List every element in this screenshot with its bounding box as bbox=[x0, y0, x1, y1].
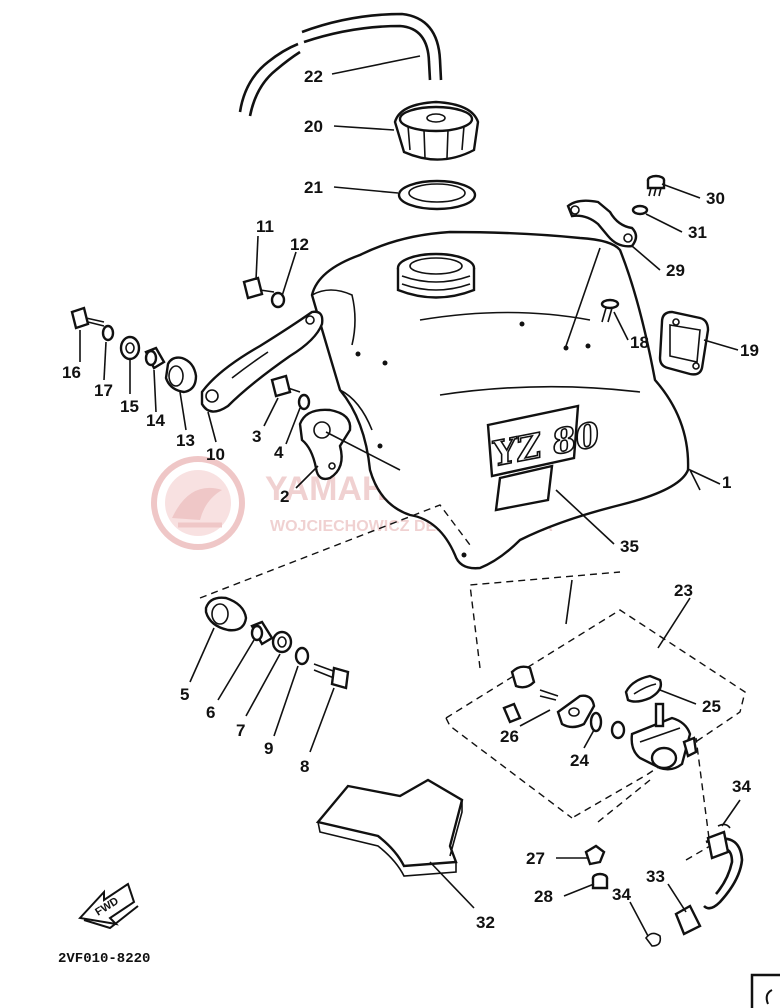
tank-bracket bbox=[566, 199, 638, 248]
bolt-3 bbox=[270, 374, 301, 398]
bolt-8 bbox=[313, 663, 350, 690]
collar-14 bbox=[144, 346, 166, 370]
label-30: 30 bbox=[706, 189, 725, 208]
mount-plate bbox=[200, 310, 324, 413]
collar-6 bbox=[250, 620, 274, 646]
label-35: 35 bbox=[620, 537, 639, 556]
washer-9 bbox=[294, 646, 310, 666]
nut-27 bbox=[584, 844, 606, 866]
label-33: 33 bbox=[646, 867, 665, 886]
label-29: 29 bbox=[666, 261, 685, 280]
bracket-bolt bbox=[646, 174, 666, 197]
label-19: 19 bbox=[740, 341, 759, 360]
forward-arrow-icon: FWD bbox=[78, 882, 139, 930]
label-8: 8 bbox=[300, 757, 309, 776]
strainer bbox=[610, 720, 626, 740]
fuel-cock bbox=[630, 702, 698, 771]
fuel-filter-gasket bbox=[624, 674, 663, 703]
part-labels: 1 2 3 4 5 6 7 8 9 10 11 12 13 14 15 16 1… bbox=[62, 67, 759, 932]
hose-clip-upper bbox=[717, 823, 731, 829]
hose-clip-lower bbox=[644, 932, 662, 947]
label-34-upper: 34 bbox=[732, 777, 751, 796]
washer-15 bbox=[119, 335, 141, 361]
label-2: 2 bbox=[280, 487, 289, 506]
label-7: 7 bbox=[236, 721, 245, 740]
damper-13 bbox=[164, 356, 198, 394]
fuel-cap bbox=[393, 100, 480, 161]
cock-screw-upper bbox=[510, 665, 559, 701]
page-corner-fragment bbox=[750, 973, 780, 1008]
label-10: 10 bbox=[206, 445, 225, 464]
bolt-11 bbox=[242, 276, 275, 300]
label-13: 13 bbox=[176, 431, 195, 450]
label-12: 12 bbox=[290, 235, 309, 254]
label-23: 23 bbox=[674, 581, 693, 600]
label-31: 31 bbox=[688, 223, 707, 242]
label-17: 17 bbox=[94, 381, 113, 400]
breather-hose bbox=[238, 12, 443, 117]
cock-screw-lower bbox=[502, 702, 522, 724]
side-bracket bbox=[298, 408, 352, 481]
label-6: 6 bbox=[206, 703, 215, 722]
leader-lines bbox=[79, 55, 741, 937]
fuel-tank: YZ 80 bbox=[310, 230, 690, 570]
diagram-code: 2VF010-8220 bbox=[58, 951, 150, 967]
label-1: 1 bbox=[722, 473, 731, 492]
bracket-washer bbox=[631, 204, 649, 216]
label-27: 27 bbox=[526, 849, 545, 868]
washer-7 bbox=[271, 630, 293, 654]
label-21: 21 bbox=[304, 178, 323, 197]
label-18: 18 bbox=[630, 333, 649, 352]
label-24: 24 bbox=[570, 751, 589, 770]
damper-5 bbox=[204, 596, 248, 632]
label-20: 20 bbox=[304, 117, 323, 136]
label-9: 9 bbox=[264, 739, 273, 758]
fuel-hose bbox=[674, 830, 744, 936]
label-26: 26 bbox=[500, 727, 519, 746]
cock-plate bbox=[556, 694, 596, 729]
label-3: 3 bbox=[252, 427, 261, 446]
washer-17 bbox=[101, 324, 115, 342]
label-4: 4 bbox=[274, 443, 284, 462]
o-ring-24 bbox=[589, 711, 603, 733]
label-14: 14 bbox=[146, 411, 165, 430]
label-34-lower: 34 bbox=[612, 885, 631, 904]
label-15: 15 bbox=[120, 397, 139, 416]
screw-28 bbox=[591, 872, 609, 890]
washer-12 bbox=[270, 291, 286, 309]
washer-4 bbox=[297, 393, 311, 411]
tank-cover-plate bbox=[658, 310, 710, 376]
cap-gasket bbox=[397, 179, 477, 211]
label-11: 11 bbox=[256, 217, 274, 236]
tank-pad bbox=[315, 778, 464, 877]
label-22: 22 bbox=[304, 67, 323, 86]
label-25: 25 bbox=[702, 697, 721, 716]
label-16: 16 bbox=[62, 363, 81, 382]
bolt-16 bbox=[70, 306, 105, 330]
label-28: 28 bbox=[534, 887, 553, 906]
label-32: 32 bbox=[476, 913, 495, 932]
watermark-logo bbox=[151, 456, 245, 550]
label-5: 5 bbox=[180, 685, 189, 704]
tank-screw bbox=[600, 298, 620, 323]
